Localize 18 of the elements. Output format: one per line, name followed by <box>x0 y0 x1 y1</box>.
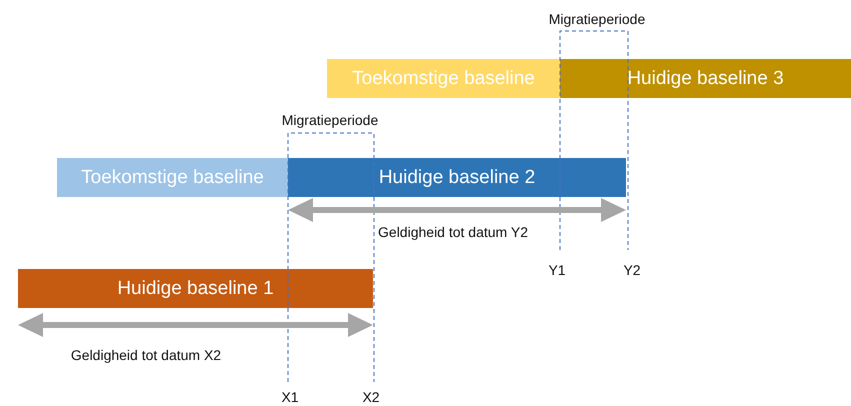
timeline-label: Geldigheid tot datum X2 <box>70 347 222 363</box>
timeline-bar <box>57 158 288 197</box>
timeline-bar <box>288 158 626 197</box>
timeline-bar <box>18 269 373 308</box>
timeline-label: Geldigheid tot datum Y2 <box>378 224 528 240</box>
timeline-label: Migratieperiode <box>282 112 378 128</box>
timeline-label: Migratieperiode <box>548 11 646 27</box>
timeline-bar <box>327 59 560 98</box>
bar-label: Huidige baseline 1 <box>117 278 274 300</box>
bar-label: Huidige baseline 2 <box>378 166 536 188</box>
timeline-label: Y1 <box>548 262 566 278</box>
timeline-label: X2 <box>362 389 380 405</box>
timeline-label: Y2 <box>623 262 641 278</box>
bar-label: Toekomstige baseline <box>81 166 264 188</box>
bar-label: Huidige baseline 3 <box>627 68 784 90</box>
bar-label: Toekomstige baseline <box>352 68 535 90</box>
timeline-label: X1 <box>281 389 299 405</box>
timeline-bar <box>560 59 851 98</box>
